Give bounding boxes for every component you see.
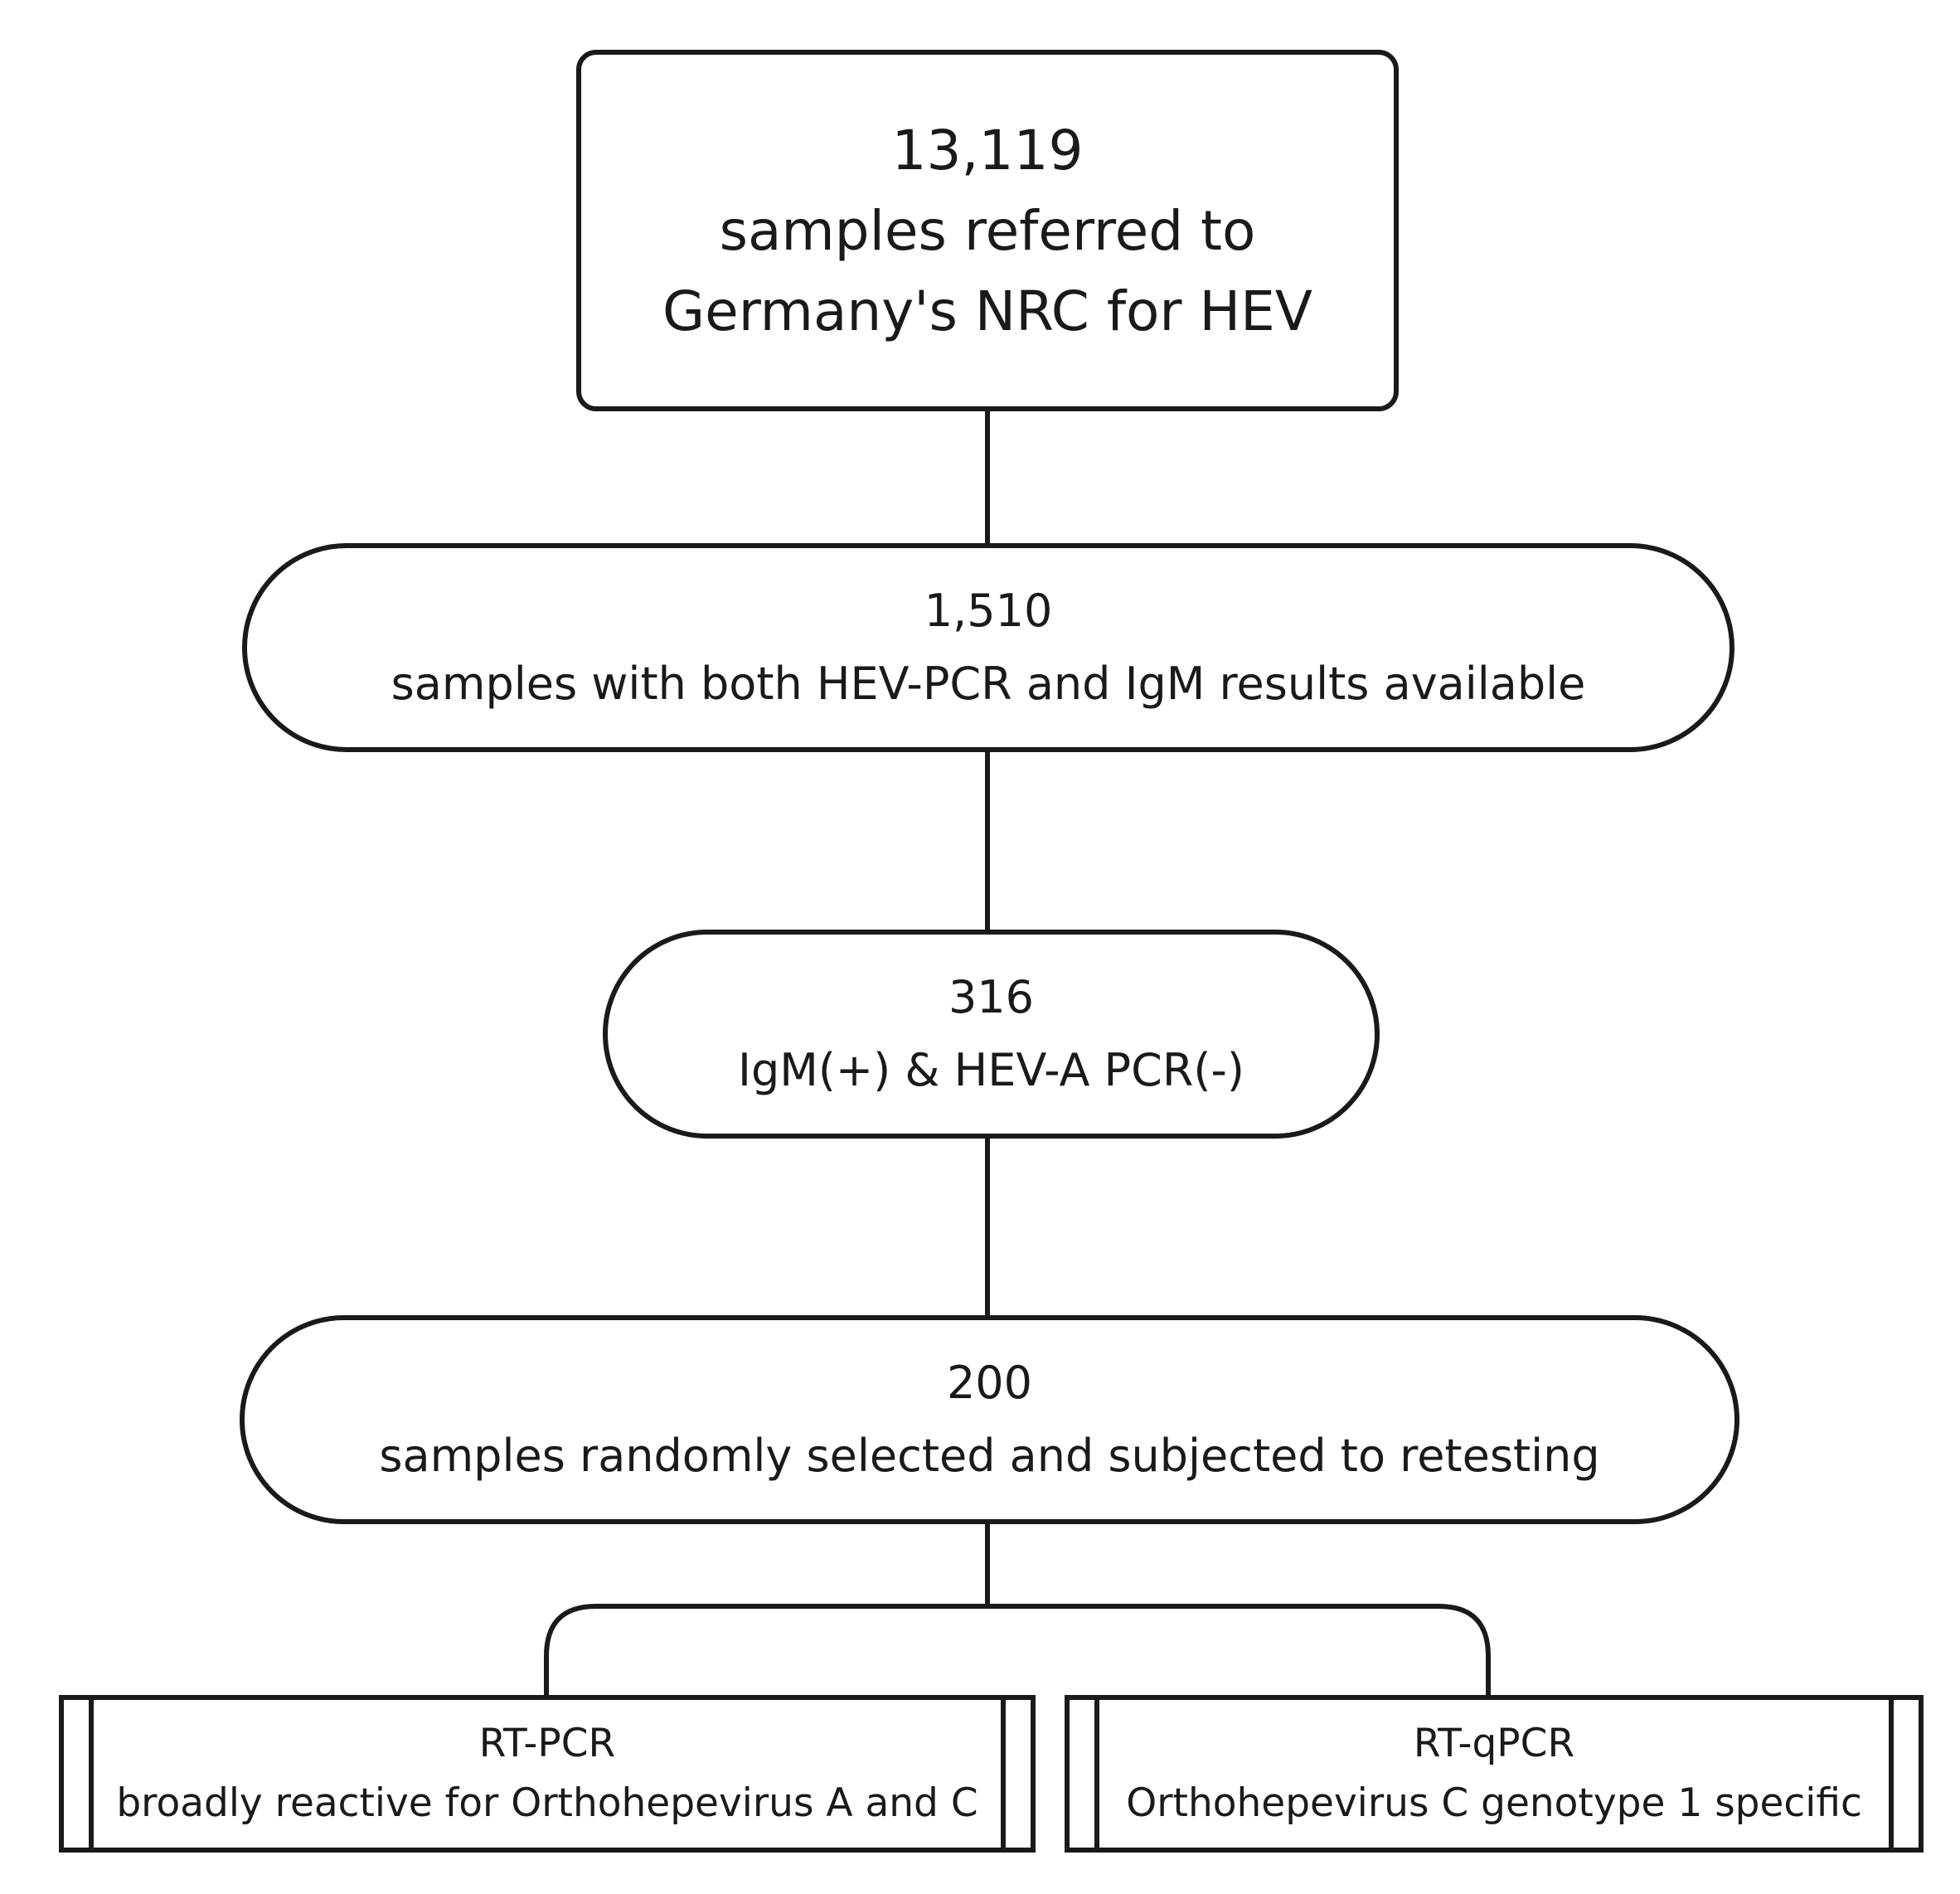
- process-box-right-bar: [1001, 1700, 1006, 1848]
- retested-samples-label: samples randomly selected and subjected …: [379, 1430, 1600, 1482]
- rt-pcr-assay-name: RT-PCR: [478, 1721, 616, 1766]
- total-samples-count: 13,119: [891, 118, 1084, 182]
- igm-positive-box: 316 IgM(+) & HEV-A PCR(-): [603, 930, 1380, 1139]
- igm-positive-count: 316: [948, 971, 1035, 1023]
- both-results-count: 1,510: [924, 585, 1053, 637]
- rt-pcr-assay-box: RT-PCR broadly reactive for Orthohepevir…: [59, 1695, 1036, 1853]
- rt-qpcr-assay-box: RT-qPCR Orthohepevirus C genotype 1 spec…: [1065, 1695, 1924, 1853]
- total-samples-label-line1: samples referred to: [719, 198, 1256, 263]
- both-results-label: samples with both HEV-PCR and IgM result…: [391, 658, 1586, 710]
- total-samples-label-line2: Germany's NRC for HEV: [662, 279, 1313, 343]
- process-box-left-bar: [1094, 1700, 1099, 1848]
- process-box-left-bar: [89, 1700, 94, 1848]
- process-box-right-bar: [1889, 1700, 1894, 1848]
- connector-branch: [544, 1604, 1491, 1695]
- rt-qpcr-assay-name: RT-qPCR: [1413, 1721, 1575, 1766]
- total-samples-box: 13,119 samples referred to Germany's NRC…: [576, 50, 1399, 411]
- rt-pcr-assay-description: broadly reactive for Orthohepevirus A an…: [116, 1780, 978, 1826]
- both-results-box: 1,510 samples with both HEV-PCR and IgM …: [242, 543, 1734, 752]
- retested-samples-count: 200: [946, 1357, 1033, 1409]
- retested-samples-box: 200 samples randomly selected and subjec…: [240, 1315, 1739, 1524]
- igm-positive-label: IgM(+) & HEV-A PCR(-): [738, 1044, 1244, 1096]
- rt-qpcr-assay-description: Orthohepevirus C genotype 1 specific: [1126, 1780, 1862, 1826]
